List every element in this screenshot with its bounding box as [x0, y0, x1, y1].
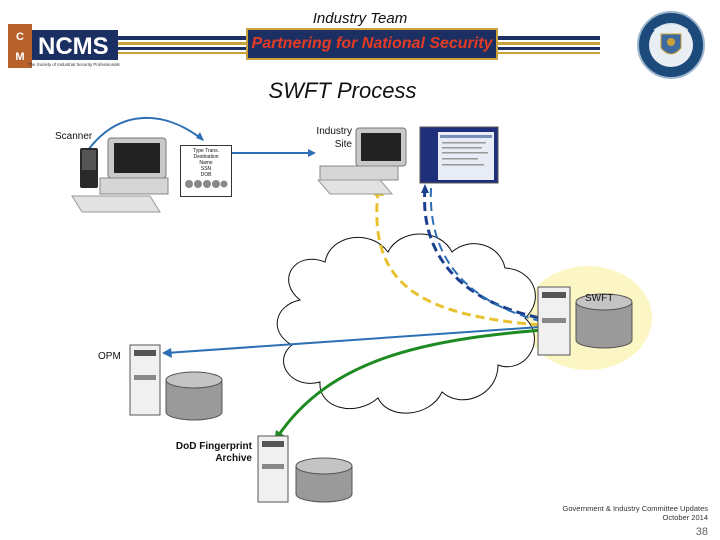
arrowhead-opm — [162, 348, 172, 358]
footer-line1: Government & Industry Committee Updates — [562, 504, 708, 513]
dod-archive-label-line1: DoD Fingerprint — [175, 441, 252, 452]
arrowhead-industry — [308, 149, 316, 157]
web-screen-icon — [419, 126, 499, 184]
dod-archive-server-icon — [257, 435, 353, 503]
ncms-logo-text: NCMS — [38, 33, 109, 60]
industry-to-swft-navy-flow — [423, 187, 541, 320]
page-number: 38 — [695, 526, 708, 538]
swft-label: SWFT — [585, 293, 614, 304]
footer: Government & Industry Committee Updates … — [540, 504, 708, 522]
fingerprint-card: Type Trans. Destination Name SSN DOB — [180, 145, 232, 197]
card-line: Type Trans. — [192, 148, 220, 154]
ncms-logo: C M NCMS The Society of Industrial Secur… — [8, 24, 150, 70]
fingerprint-icons — [185, 180, 228, 188]
opm-label: OPM — [98, 351, 121, 362]
scanner-label: Scanner — [55, 131, 93, 142]
ncms-tagline: The Society of Industrial Security Profe… — [28, 62, 121, 67]
industry-workstation-icon — [316, 127, 407, 195]
scanner-to-card-arrow — [87, 116, 204, 151]
swft-server-icon — [537, 286, 633, 356]
dod-archive-label-line2: Archive — [215, 453, 252, 464]
scanner-workstation-icon — [71, 137, 169, 213]
header-title: Industry Team — [312, 10, 408, 27]
card-line: SSN — [200, 166, 212, 172]
card-line: Destination — [193, 154, 219, 160]
partnering-banner: Partnering for National Security — [246, 28, 498, 60]
banner-text: Partnering for National Security — [251, 35, 493, 52]
card-line: DOB — [200, 172, 212, 178]
industry-site-label: Industry Site — [300, 125, 352, 151]
ncms-letter-m: M — [15, 51, 24, 63]
industry-to-swft-blue-flow — [429, 187, 545, 323]
swft-to-opm-flow — [165, 326, 541, 354]
process-title: SWFT Process — [268, 78, 417, 103]
card-line: Name — [199, 160, 213, 166]
industry-site-label-line1: Industry — [316, 126, 352, 137]
opm-server-icon — [129, 344, 223, 421]
dss-seal-icon — [637, 11, 705, 79]
ncms-letter-c: C — [16, 31, 24, 43]
swft-to-industry-yellow-flow — [375, 191, 541, 327]
footer-line2: October 2014 — [662, 513, 708, 522]
industry-site-label-line2: Site — [334, 139, 352, 150]
arrowhead-navy-top — [421, 184, 429, 193]
swft-to-dod-flow — [276, 328, 544, 437]
dod-archive-label: DoD Fingerprint Archive — [172, 441, 252, 465]
network-cloud-icon — [276, 233, 536, 414]
arrowhead-card — [196, 132, 204, 141]
